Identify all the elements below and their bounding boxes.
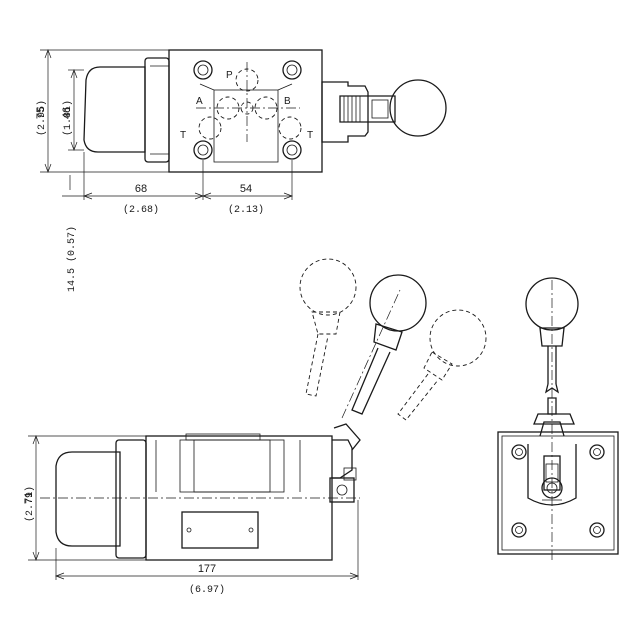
end-bolt-hole (511, 444, 527, 460)
bolt-hole (193, 140, 213, 160)
dim-port-pitch-inch: (1.81) (62, 100, 74, 136)
port-t-right-hidden (278, 116, 302, 140)
dim-side-height-inch: (2.79) (24, 486, 36, 522)
top-view-dimensions: 75 (2.95) 46 (1.81) 68 (2.68) 54 (2.13) … (35, 49, 293, 292)
nameplate (181, 511, 259, 549)
dim-body-length-inch: (2.13) (228, 204, 264, 216)
end-bolt-hole (511, 522, 527, 538)
bolt-hole (282, 60, 302, 80)
lever-shaft (339, 95, 396, 123)
lever-knob-center (369, 274, 427, 332)
dim-overall-height-inch: (2.95) (36, 100, 48, 136)
side-operator-cap (55, 451, 121, 547)
lever-knob-right-dashed (429, 309, 487, 367)
dim-overall-length-inch: (6.97) (189, 584, 225, 596)
bolt-hole (193, 60, 213, 80)
top-view: P A B T T (83, 49, 447, 173)
end-bolt-hole (589, 522, 605, 538)
side-view-dimensions: 71 (2.79) 177 (6.97) (23, 435, 359, 596)
dim-operator-length-mm: 68 (135, 183, 147, 195)
side-view (40, 423, 361, 561)
dim-side-height-mm: 71 (23, 492, 35, 504)
lever-positions (299, 258, 487, 421)
dim-overall-length-mm: 177 (198, 563, 216, 575)
operator-cap (83, 66, 146, 153)
end-view (497, 277, 619, 560)
port-recess (213, 89, 279, 163)
dim-port-pitch-mm: 46 (61, 107, 73, 119)
end-bolt-hole (589, 444, 605, 460)
lever-knob (389, 79, 447, 137)
port-label-t-right: T (307, 130, 313, 141)
port-label-b: B (284, 96, 291, 107)
dim-offset: 14.5 (0.57) (66, 226, 78, 292)
lever-bracket (321, 81, 369, 143)
lever-knob-left-dashed (299, 258, 357, 316)
port-label-t-left: T (180, 130, 186, 141)
dim-overall-height-mm: 75 (35, 107, 47, 119)
operator-collar (144, 57, 170, 163)
bolt-hole (282, 140, 302, 160)
dim-operator-length-inch: (2.68) (123, 204, 159, 216)
port-label-a: A (196, 96, 203, 107)
port-t-left-hidden (198, 116, 222, 140)
port-label-p: P (226, 70, 233, 81)
end-flange (497, 431, 619, 555)
dim-body-length-mm: 54 (240, 183, 252, 195)
valve-body (168, 49, 323, 173)
